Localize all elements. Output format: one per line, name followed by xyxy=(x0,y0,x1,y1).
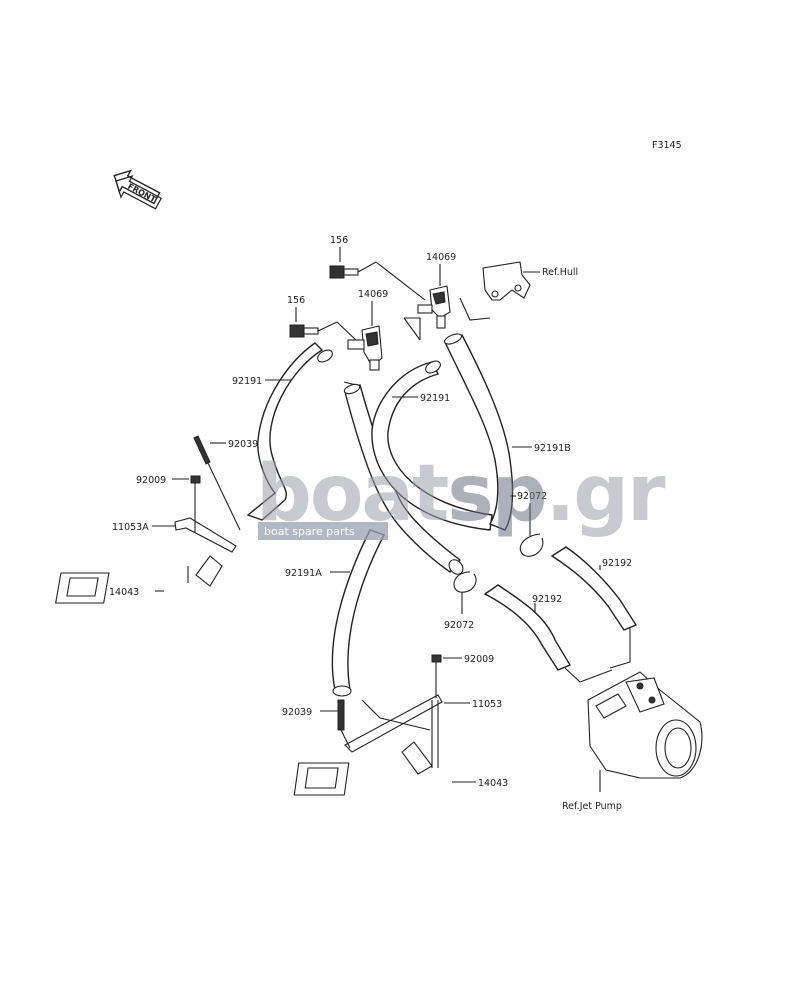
figure-code: F3145 xyxy=(652,140,682,151)
watermark-tagline: boat spare parts xyxy=(264,525,355,538)
label-92191-center: 92191 xyxy=(420,393,450,404)
bracket-11053A xyxy=(174,517,237,553)
watermark-brand-b: sp xyxy=(447,449,545,539)
label-92009-left: 92009 xyxy=(136,475,166,486)
label-92072-right: 92072 xyxy=(517,491,547,502)
hose-92191A xyxy=(331,529,385,691)
hose-92192-center xyxy=(483,584,572,671)
label-92009-right: 92009 xyxy=(464,654,494,665)
bolt-92009-left xyxy=(190,475,201,532)
hose-92191-right xyxy=(371,361,493,531)
label-92192-right: 92192 xyxy=(602,558,632,569)
bolt-92009-right xyxy=(431,654,442,698)
bolt-92039-left xyxy=(193,435,241,531)
jet-pump xyxy=(587,671,703,792)
fitting-14069-mid xyxy=(347,325,383,371)
label-156-mid: 156 xyxy=(287,295,305,306)
watermark: boatsp.gr boat spare parts xyxy=(256,449,668,540)
label-11053: 11053 xyxy=(472,699,502,710)
label-14069-mid: 14069 xyxy=(358,289,388,300)
label-92191A: 92191A xyxy=(285,568,322,579)
strainer-left xyxy=(55,555,223,604)
bolt-92039-right xyxy=(337,699,351,749)
clamp-92072-center xyxy=(453,571,477,593)
front-arrow-icon: FRONT xyxy=(113,169,163,210)
label-14043-left: 14043 xyxy=(109,587,139,598)
fitting-14069-top xyxy=(417,285,451,329)
bolt-156-mid xyxy=(289,324,319,338)
label-11053A: 11053A xyxy=(112,522,149,533)
hose-92191B xyxy=(444,334,514,531)
label-92191B: 92191B xyxy=(534,443,571,454)
bolt-156-top xyxy=(329,265,359,279)
label-ref-jet-pump: Ref.Jet Pump xyxy=(562,801,622,812)
label-156-top: 156 xyxy=(330,235,348,246)
label-92072-center: 92072 xyxy=(444,620,474,631)
label-92039-right: 92039 xyxy=(282,707,312,718)
label-92191-left: 92191 xyxy=(232,376,262,387)
label-92192-center: 92192 xyxy=(532,594,562,605)
label-14043-right: 14043 xyxy=(478,778,508,789)
clamp-92072-right xyxy=(519,533,544,557)
watermark-brand-c: .gr xyxy=(546,449,666,539)
hull-bracket xyxy=(482,261,531,301)
hose-92192-right xyxy=(550,546,638,631)
label-92039-left: 92039 xyxy=(228,439,258,450)
hose-92191-left xyxy=(246,342,324,521)
label-14069-top: 14069 xyxy=(426,252,456,263)
bracket-11053 xyxy=(344,694,443,753)
label-ref-hull: Ref.Hull xyxy=(542,267,578,278)
strainer-right xyxy=(293,741,433,796)
